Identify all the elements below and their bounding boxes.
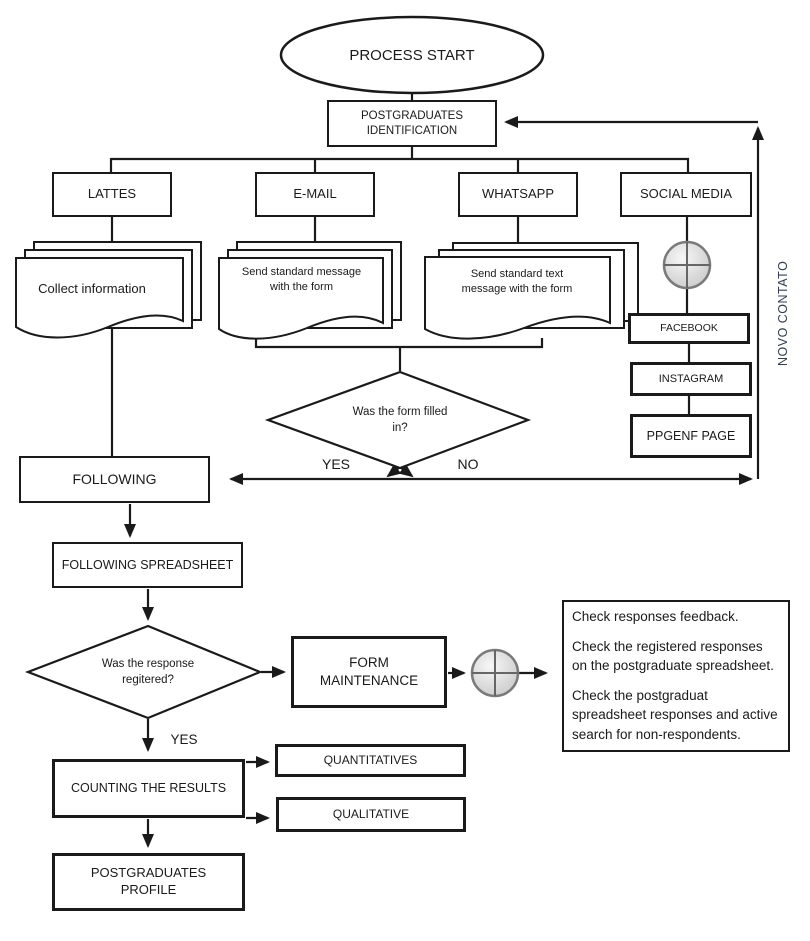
note-line: Check the postgraduat spreadsheet respon… (572, 687, 778, 742)
doc-stack-email-message (218, 241, 402, 340)
node-postgraduates-identification: POSTGRADUATES IDENTIFICATION (327, 100, 497, 147)
process-start-ellipse (279, 15, 545, 95)
process-start-label: PROCESS START (349, 46, 475, 64)
note-line: Check the registered responses on the po… (572, 638, 774, 674)
connector-arrows (124, 116, 764, 848)
or-connector-icon (470, 648, 520, 698)
decision-response-yes-label: YES (170, 731, 198, 747)
node-counting-the-results: COUNTING THE RESULTS (52, 759, 245, 818)
node-social-media: SOCIAL MEDIA (620, 172, 752, 217)
decision-response-diamond (24, 624, 263, 720)
decision-response-question: Was the response regitered? (101, 658, 195, 686)
node-ppgenf-page: PPGENF PAGE (630, 414, 752, 458)
node-quantitatives: QUANTITATIVES (275, 744, 466, 777)
doc-stack-collect-information (15, 241, 202, 339)
connector-lines (109, 93, 691, 457)
node-instagram: INSTAGRAM (630, 362, 752, 396)
decision-form-yes-label: YES (321, 455, 350, 472)
novo-contato-label: NOVO CONTATO (776, 260, 790, 366)
node-following-spreadsheet: FOLLOWING SPREADSHEET (52, 542, 243, 588)
doc-stack-whatsapp-message (424, 242, 639, 340)
decision-form-diamond (264, 370, 532, 470)
node-whatsapp: WHATSAPP (458, 172, 578, 217)
doc-collect-information-label: Collect information (38, 281, 146, 297)
decision-form-no-label: NO (457, 455, 479, 472)
node-form-maintenance: FORM MAINTENANCE (291, 636, 447, 708)
maintenance-notes-block: Check responses feedback. Check the regi… (562, 600, 790, 752)
note-line: Check responses feedback. (572, 609, 739, 624)
node-qualitative: QUALITATIVE (276, 797, 466, 832)
node-postgraduates-profile: POSTGRADUATES PROFILE (52, 853, 245, 911)
doc-email-message-label: Send standard message with the form (241, 266, 362, 293)
doc-whatsapp-message-label: Send standard text message with the form (461, 268, 573, 295)
node-facebook: FACEBOOK (628, 313, 750, 344)
or-connector-icon (662, 240, 712, 290)
node-lattes: LATTES (52, 172, 172, 217)
node-email: E-MAIL (255, 172, 375, 217)
node-following: FOLLOWING (19, 456, 210, 503)
decision-form-question: Was the form filled in? (352, 406, 448, 434)
